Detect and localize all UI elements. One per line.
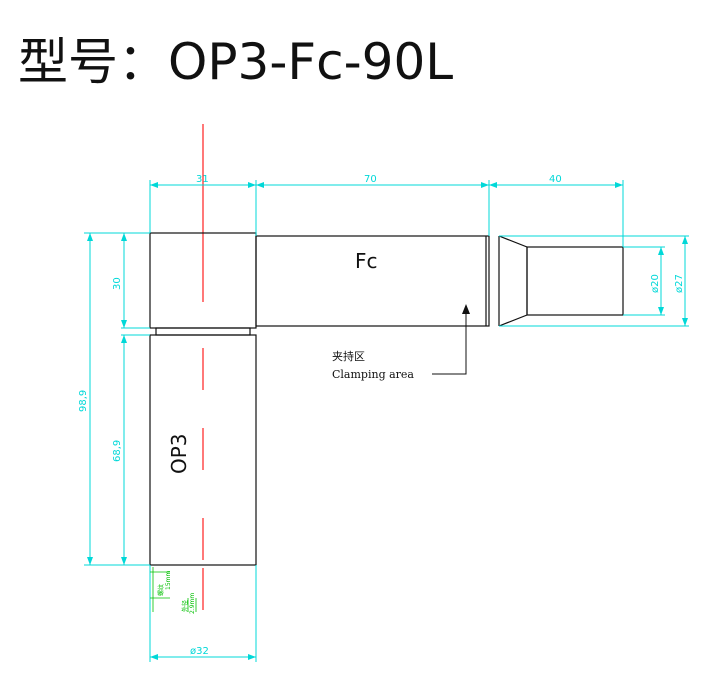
dim-30: 30 [112,277,123,290]
dimension-arrows [87,182,688,660]
tip-cylinder [526,246,624,316]
taper [498,235,528,327]
dim-2-9mm: 2.9mm [189,593,196,614]
page-title: 型号：OP3-Fc-90L [18,22,453,94]
fc-label: Fc [355,249,378,273]
dim-31: 31 [196,174,209,185]
dim-d27: ø27 [674,274,685,293]
clamping-area-en: Clamping area [332,368,414,381]
part-outline [149,232,624,566]
neck-ring [155,327,251,336]
dim-40: 40 [549,174,562,185]
fc-shaft [255,235,490,327]
leader-arrow [432,310,467,375]
clamping-area-cn: 夹持区 [332,349,365,363]
dim-d32: ø32 [190,646,209,657]
leader-arrowhead [462,304,470,314]
op3-label: OP3 [167,433,191,474]
dim-thread-dia-cn: 外径 [181,600,189,612]
dim-thread-length-cn: 螺纹 [157,584,165,596]
dim-d20: ø20 [650,274,661,293]
title-model: OP3-Fc-90L [168,33,454,91]
dimension-lines [84,180,689,662]
dim-68-9: 68,9 [112,440,123,462]
dim-15mm: 15mm [165,571,172,590]
thread-dims [150,567,197,612]
op3-body [149,334,257,566]
dim-98-9: 98,9 [78,390,89,412]
dim-70: 70 [364,174,377,185]
title-prefix: 型号： [18,33,168,91]
